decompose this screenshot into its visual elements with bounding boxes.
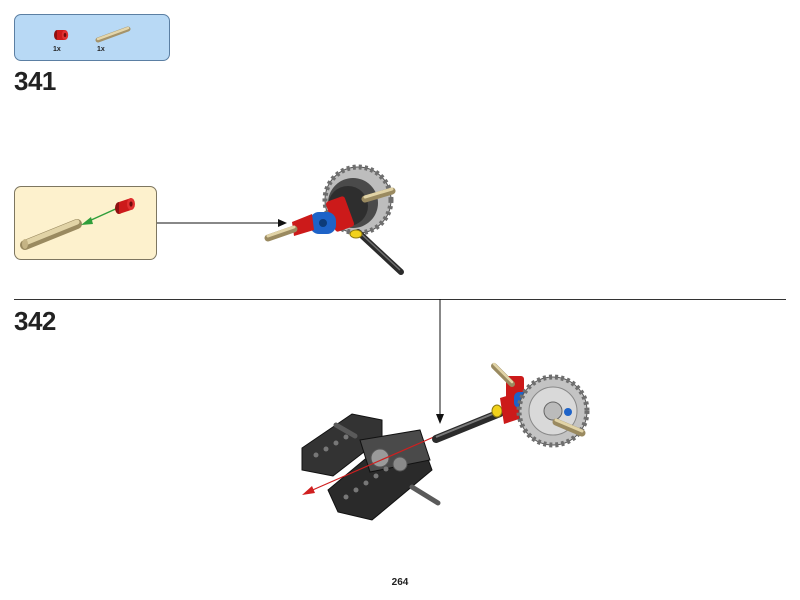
step-number: 341 [14, 66, 56, 96]
green-arrow [81, 206, 121, 225]
sub-assembly-callout [14, 186, 157, 260]
step-number: 342 [14, 306, 56, 336]
tan-axle-icon [20, 219, 82, 250]
parts-list-callout: 1x 1x [14, 14, 170, 61]
red-bush-icon [54, 30, 69, 40]
part-quantity: 1x [97, 46, 105, 53]
red-bush-icon [115, 198, 135, 214]
step-divider [14, 299, 786, 300]
page-number: 264 [391, 577, 409, 588]
tan-axle-icon [95, 26, 131, 43]
part-quantity: 1x [53, 46, 61, 53]
gear-icon [516, 374, 590, 448]
